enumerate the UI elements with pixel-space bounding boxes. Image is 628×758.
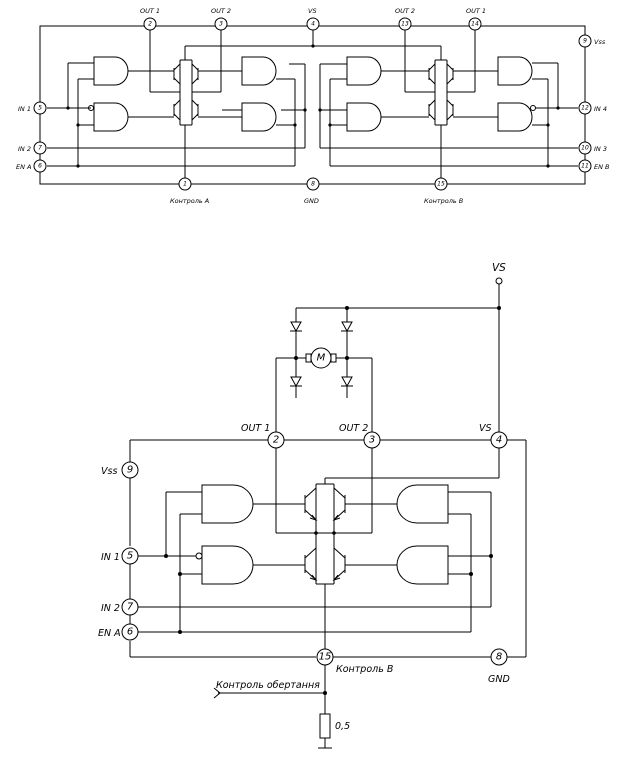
bottom-label-rotation-control: Контроль обертання <box>216 680 320 691</box>
top-pin-14 <box>468 17 482 31</box>
bottom-label-vs-top: VS <box>492 262 506 274</box>
top-label-in4: IN 4 <box>594 105 607 113</box>
bottom-pin-9-number: 9 <box>127 465 133 476</box>
diode-1 <box>290 321 302 333</box>
bottom-label-vs: VS <box>479 423 492 434</box>
top-pin-11-number: 11 <box>581 163 589 170</box>
top-pin-13-number: 13 <box>401 21 409 28</box>
top-pin-10-number: 10 <box>581 145 589 152</box>
top-and-gate-5 <box>346 56 382 86</box>
top-and-gate-8 <box>497 102 533 132</box>
inverter-bubble <box>195 552 203 560</box>
top-and-gate-3 <box>241 56 277 86</box>
bottom-and-gate-3 <box>396 484 449 524</box>
diode-4 <box>341 376 353 388</box>
top-pin-5-number: 5 <box>38 105 42 112</box>
bottom-pin-7-number: 7 <box>127 602 134 613</box>
top-pin-2 <box>143 17 157 31</box>
top-label-ena: EN A <box>16 163 31 171</box>
top-label-control-a: Контроль А <box>170 197 209 205</box>
bottom-pin-4 <box>490 431 508 449</box>
bottom-pin-9 <box>121 461 139 479</box>
vs-terminal <box>495 277 503 285</box>
top-pin-4 <box>306 17 320 31</box>
top-label-control-b: Контроль В <box>424 197 464 205</box>
top-pin-11 <box>578 159 592 173</box>
bottom-and-gate-4 <box>396 545 449 585</box>
top-pin-8 <box>306 177 320 191</box>
bottom-pin-6-number: 6 <box>127 627 133 638</box>
bottom-pin-8 <box>490 648 508 666</box>
top-label-gnd: GND <box>304 197 319 205</box>
top-and-gate-2 <box>93 102 129 132</box>
bottom-label-ena: EN A <box>98 628 121 639</box>
top-pin-7-number: 7 <box>38 145 42 152</box>
motor <box>310 347 332 369</box>
top-and-gate-4 <box>241 102 277 132</box>
bottom-label-out2: OUT 2 <box>339 423 368 434</box>
top-label-in2: IN 2 <box>18 145 31 153</box>
top-pin-4-number: 4 <box>311 21 315 28</box>
top-label-out1-left: OUT 1 <box>140 7 160 15</box>
bottom-pin-3-number: 3 <box>369 435 375 446</box>
diode-3 <box>290 376 302 388</box>
top-pin-15 <box>434 177 448 191</box>
bottom-label-in2: IN 2 <box>101 603 120 614</box>
bottom-label-resistor-value: 0,5 <box>335 721 350 732</box>
sense-resistor <box>319 713 331 739</box>
top-pin-3 <box>214 17 228 31</box>
top-label-vss: Vss <box>594 38 606 46</box>
bottom-pin-5-number: 5 <box>127 551 133 562</box>
bottom-pin-15-number: 15 <box>319 652 332 663</box>
bottom-bridge-transistors <box>304 448 500 649</box>
top-pin-5 <box>33 101 47 115</box>
top-pin-9 <box>578 34 592 48</box>
top-pin-3-number: 3 <box>219 21 223 28</box>
top-pin-10 <box>578 141 592 155</box>
top-pin-12-number: 12 <box>581 105 589 112</box>
bottom-bridge-schematic: VS M <box>98 262 527 749</box>
diode-2 <box>341 321 353 333</box>
motor-label: M <box>317 353 326 364</box>
bottom-pin-2-number: 2 <box>273 435 279 446</box>
top-label-vs: VS <box>308 7 317 15</box>
bottom-label-vss: Vss <box>101 466 117 477</box>
top-dual-bridge-schematic: 2 3 4 13 14 OUT 1 OUT 2 VS OUT 2 OUT 1 9… <box>16 7 610 205</box>
top-pin-9-number: 9 <box>583 38 587 45</box>
top-right-bridge <box>428 59 454 178</box>
top-pin-1 <box>178 177 192 191</box>
top-pin-6 <box>33 159 47 173</box>
top-pin-15-number: 15 <box>437 181 445 188</box>
top-label-out2-right: OUT 2 <box>395 7 415 15</box>
bottom-pin-2 <box>267 431 285 449</box>
bottom-pin-4-number: 4 <box>496 435 502 446</box>
top-pin-2-number: 2 <box>148 21 152 28</box>
top-label-in1: IN 1 <box>18 105 31 113</box>
bottom-pin-3 <box>363 431 381 449</box>
top-label-in3: IN 3 <box>594 145 607 153</box>
top-label-enb: EN B <box>594 163 610 171</box>
bottom-pin-6 <box>121 623 139 641</box>
top-and-gate-6 <box>346 102 382 132</box>
top-label-out2-left: OUT 2 <box>211 7 231 15</box>
top-and-gate-7 <box>497 56 533 86</box>
bottom-pin-8-number: 8 <box>496 652 502 663</box>
bottom-label-in1: IN 1 <box>101 552 120 563</box>
top-pin-8-number: 8 <box>311 181 315 188</box>
bottom-label-out1: OUT 1 <box>241 423 270 434</box>
top-pin-7 <box>33 141 47 155</box>
bottom-label-gnd: GND <box>488 674 510 685</box>
bottom-label-control-b: Контроль В <box>336 664 393 675</box>
top-pin-13 <box>398 17 412 31</box>
top-label-out1-right: OUT 1 <box>466 7 486 15</box>
top-pin-1-number: 1 <box>183 181 187 188</box>
top-pin-6-number: 6 <box>38 163 42 170</box>
top-left-bridge <box>173 59 199 178</box>
top-pin-12 <box>578 101 592 115</box>
top-and-gate-1 <box>93 56 129 86</box>
bottom-and-gate-1 <box>201 484 254 524</box>
top-pin-14-number: 14 <box>471 21 479 28</box>
bottom-and-gate-2 <box>201 545 254 585</box>
